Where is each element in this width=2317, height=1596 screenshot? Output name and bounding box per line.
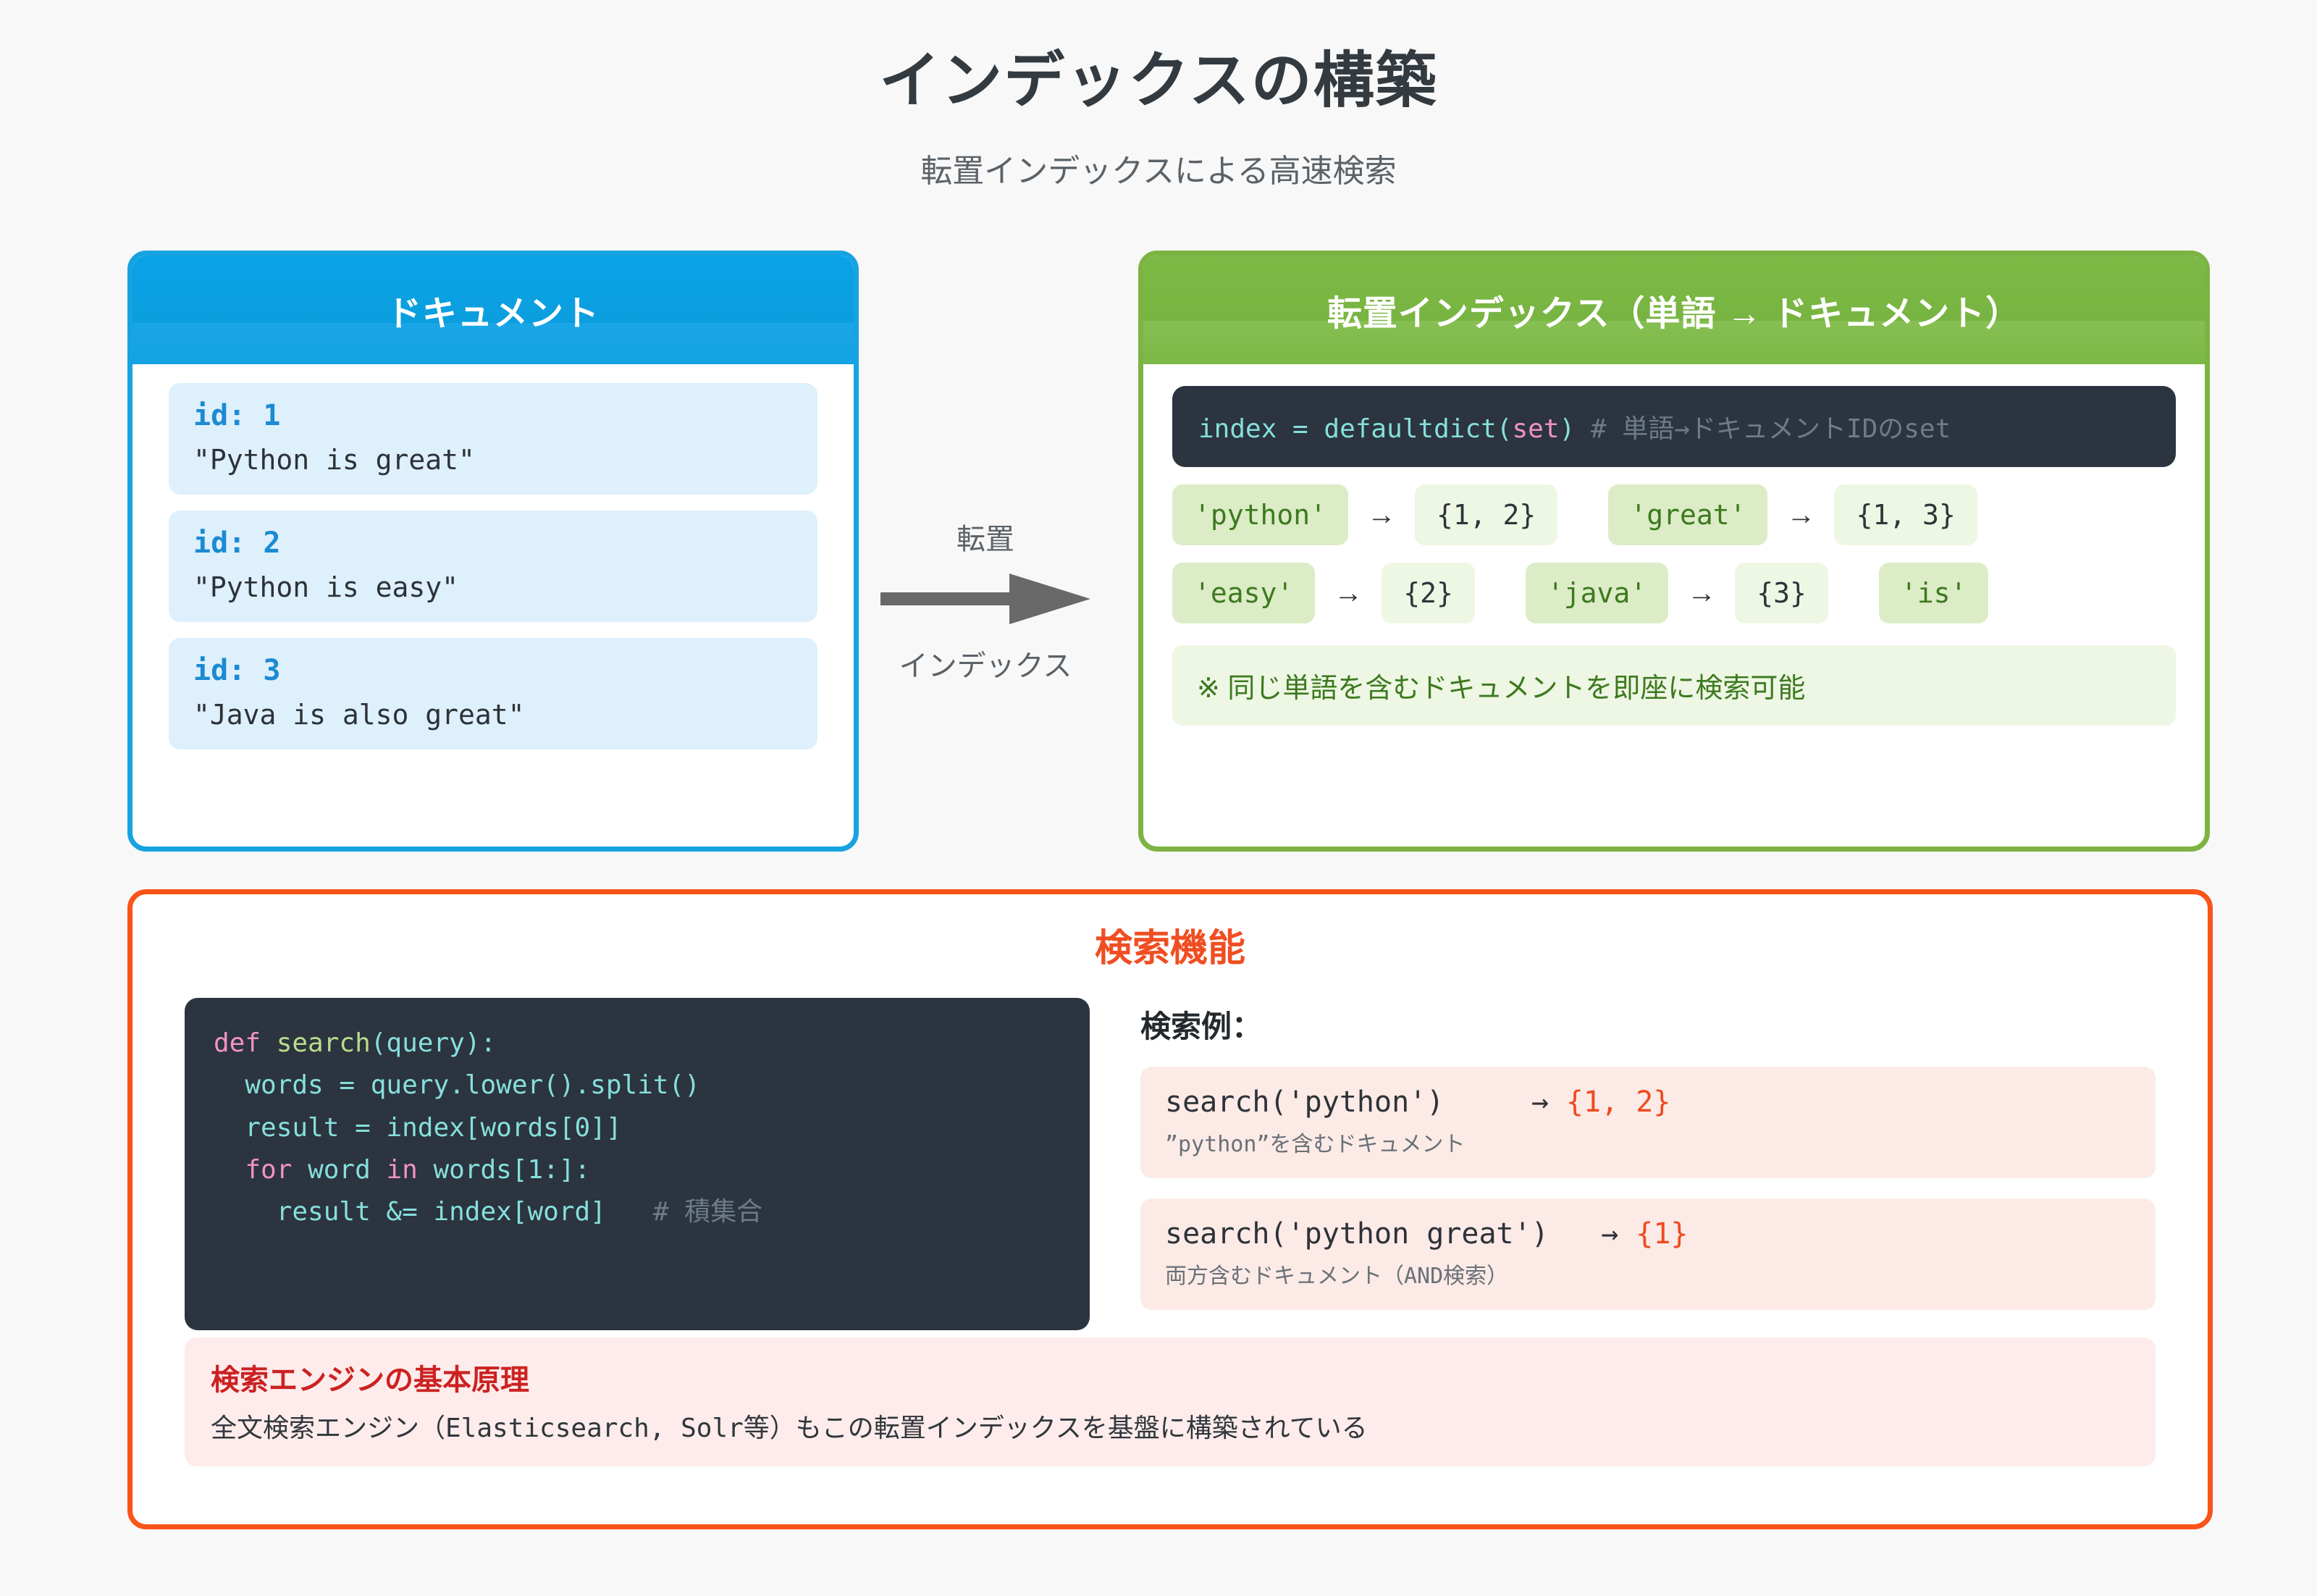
- index-mapping-row: 'python' → {1, 2} 'great' → {1, 3}: [1172, 484, 2176, 545]
- example-call: search('python great'): [1165, 1217, 1549, 1251]
- example-call-row: search('python') → {1, 2}: [1165, 1085, 2131, 1119]
- list-item: id: 1 "Python is great": [169, 383, 817, 495]
- code-comment: # 単語→ドキュメントIDのset: [1590, 414, 1951, 444]
- page-title: インデックスの構築: [879, 46, 1438, 114]
- index-panel-header: 転置インデックス（単語 → ドキュメント）: [1143, 256, 2205, 364]
- code-keyword-def: def: [214, 1028, 277, 1058]
- documents-panel: ドキュメント id: 1 "Python is great" id: 2 "Py…: [127, 251, 859, 852]
- example-description: ”python”を含むドキュメント: [1165, 1132, 1466, 1157]
- code-line-intersect: result &= index[word]: [276, 1197, 606, 1227]
- index-note: ※ 同じ単語を含むドキュメントを即座に検索可能: [1172, 645, 2176, 726]
- example-call-row: search('python great') → {1}: [1165, 1217, 2131, 1251]
- principle-note: 検索エンジンの基本原理 全文検索エンジン（Elasticsearch, Solr…: [185, 1337, 2156, 1466]
- search-feature-panel: 検索機能 def search(query): words = query.lo…: [127, 889, 2213, 1529]
- principle-note-text: 全文検索エンジン（Elasticsearch, Solr等）もこの転置インデック…: [211, 1414, 1368, 1443]
- code-indent: [214, 1113, 245, 1143]
- code-indent: [214, 1070, 245, 1100]
- example-description: 両方含むドキュメント（AND検索）: [1165, 1264, 1509, 1289]
- map-arrow-icon: →: [1334, 576, 1363, 609]
- code-close-paren: ): [1559, 414, 1576, 444]
- example-call: search('python'): [1165, 1085, 1445, 1119]
- document-id: id: 1: [193, 399, 281, 432]
- index-code-block: index = defaultdict(set) # 単語→ドキュメントIDのs…: [1172, 386, 2176, 467]
- code-comment: # 積集合: [605, 1197, 763, 1227]
- right-arrow-icon: [866, 568, 1105, 634]
- code-loop-iterable: words[1:]:: [433, 1154, 591, 1185]
- document-id: id: 3: [193, 654, 281, 687]
- inverted-index-panel: 転置インデックス（単語 → ドキュメント） index = defaultdic…: [1138, 251, 2210, 852]
- code-function-name: search: [276, 1028, 371, 1058]
- list-item: id: 2 "Python is easy": [169, 511, 817, 622]
- index-term-chip: 'great': [1608, 484, 1768, 545]
- index-postings-chip: {2}: [1382, 563, 1475, 623]
- example-card: search('python great') → {1} 両方含むドキュメント（…: [1140, 1198, 2156, 1310]
- page-subtitle: 転置インデックスによる高速検索: [920, 154, 1397, 189]
- code-keyword-in: in: [386, 1154, 434, 1185]
- index-term-chip: 'python': [1172, 484, 1349, 545]
- example-result: {1, 2}: [1565, 1085, 1671, 1119]
- transform-top-label: 転置: [956, 524, 1014, 555]
- documents-panel-header: ドキュメント: [133, 256, 854, 364]
- index-panel-body: index = defaultdict(set) # 単語→ドキュメントIDのs…: [1143, 364, 2205, 726]
- index-postings-chip: {1, 2}: [1415, 484, 1558, 545]
- search-code-block: def search(query): words = query.lower()…: [185, 998, 1090, 1330]
- example-card: search('python') → {1, 2} ”python”を含むドキュ…: [1140, 1067, 2156, 1178]
- search-examples: 検索例： search('python') → {1, 2} ”python”を…: [1140, 998, 2156, 1330]
- example-arrow-icon: →: [1601, 1217, 1619, 1251]
- document-id: id: 2: [193, 526, 281, 560]
- examples-heading: 検索例：: [1140, 1009, 1263, 1043]
- search-panel-title: 検索機能: [1094, 928, 1245, 970]
- documents-list: id: 1 "Python is great" id: 2 "Python is…: [133, 364, 854, 749]
- list-item: id: 3 "Java is also great": [169, 638, 817, 749]
- index-term-chip: 'is': [1878, 563, 1989, 623]
- index-postings-chip: {3}: [1735, 563, 1828, 623]
- example-arrow-icon: →: [1531, 1085, 1549, 1119]
- code-indent: [214, 1197, 277, 1227]
- document-text: "Python is easy": [193, 571, 459, 603]
- code-main: index = defaultdict(: [1198, 414, 1513, 444]
- map-arrow-icon: →: [1367, 498, 1397, 531]
- document-text: "Python is great": [193, 444, 475, 476]
- code-line-result: result = index[words[0]]: [245, 1112, 622, 1143]
- code-keyword-for: for: [245, 1154, 308, 1185]
- principle-note-title: 検索エンジンの基本原理: [211, 1364, 529, 1396]
- index-postings-chip: {1, 3}: [1834, 484, 1977, 545]
- map-arrow-icon: →: [1786, 498, 1816, 531]
- code-indent: [214, 1155, 245, 1185]
- code-line-words: words = query.lower().split(): [245, 1070, 700, 1101]
- map-arrow-icon: →: [1687, 576, 1717, 609]
- code-keyword: set: [1512, 414, 1560, 444]
- code-loop-var: word: [308, 1154, 387, 1185]
- index-term-chip: 'java': [1525, 563, 1669, 623]
- document-text: "Java is also great": [193, 699, 525, 731]
- transform-arrow-group: 転置 インデックス: [866, 516, 1105, 684]
- index-term-chip: 'easy': [1172, 563, 1316, 623]
- example-result: {1}: [1636, 1217, 1689, 1251]
- transform-bottom-label: インデックス: [899, 650, 1072, 682]
- index-mapping-row: 'easy' → {2} 'java' → {3} 'is': [1172, 563, 2176, 623]
- code-signature: (query):: [370, 1028, 497, 1058]
